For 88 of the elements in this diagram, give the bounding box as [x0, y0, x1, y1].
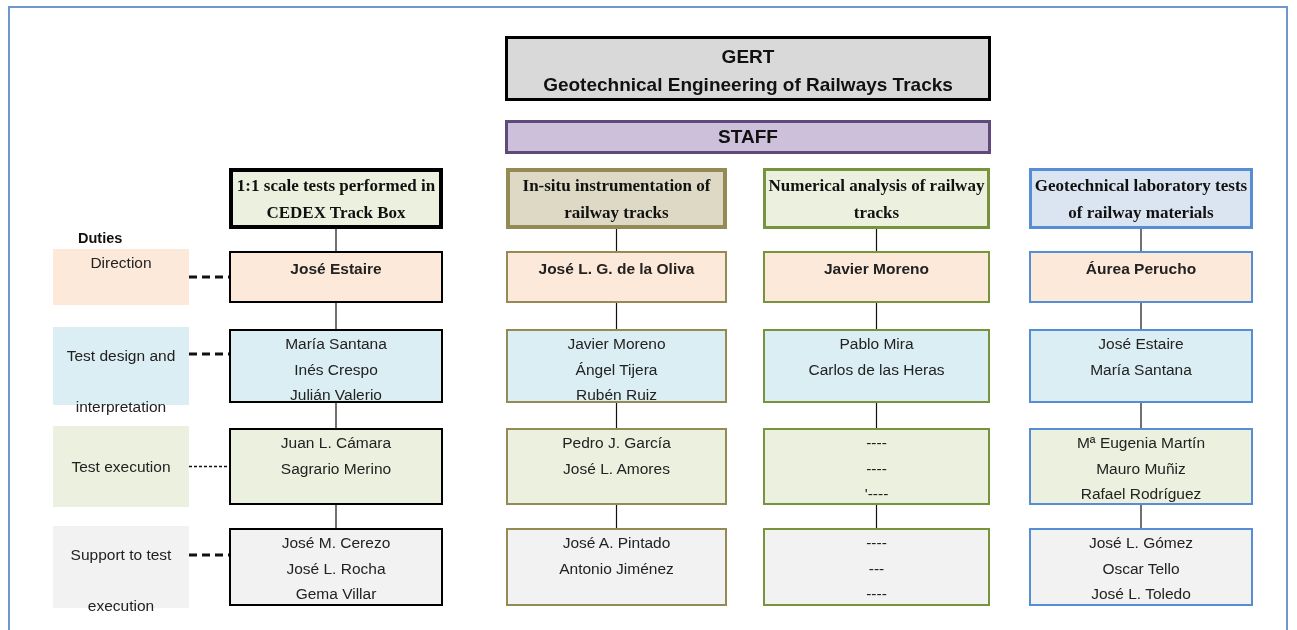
staff-cell: [229, 251, 443, 303]
staff-name: José M. Cerezo: [281, 533, 391, 553]
connector-line: [335, 228, 337, 252]
duty-label: Support to test execution: [69, 545, 173, 616]
staff-name: Julián Valerio: [290, 385, 382, 405]
staff-cell: [1029, 251, 1253, 303]
staff-name: José L. G. de la Oliva: [538, 259, 695, 279]
staff-name: ----: [866, 458, 887, 479]
connector-line: [335, 302, 337, 330]
column-header-box: [506, 168, 727, 229]
staff-name: ----: [866, 533, 887, 553]
column-title: Geotechnical laboratory tests of railway materials: [1033, 174, 1249, 224]
connector-line: [615, 402, 618, 429]
title-text: STAFF: [718, 125, 778, 149]
staff-cell: [763, 329, 990, 403]
staff-name: Antonio Jiménez: [559, 558, 674, 579]
connector-line: [1140, 302, 1142, 330]
staff-cell: [763, 251, 990, 303]
staff-name: José L. Amores: [563, 458, 670, 479]
staff-name: Pedro J. García: [562, 433, 671, 453]
staff-name: Gema Villar: [295, 584, 377, 604]
staff-box: [505, 120, 991, 154]
staff-name: Mauro Muñiz: [1096, 458, 1186, 479]
title-text: GERT: [721, 45, 775, 69]
title-text: Geotechnical Engineering of Railways Tracks: [543, 73, 953, 97]
staff-name: José L. Gómez: [1088, 533, 1194, 553]
staff-name: Inés Crespo: [294, 359, 378, 380]
connector-line: [875, 302, 878, 330]
staff-cell: [229, 428, 443, 505]
connector-line: [875, 402, 878, 429]
staff-cell: [506, 251, 727, 303]
staff-name: María Santana: [285, 334, 387, 354]
column-header-box: [763, 168, 990, 229]
column-header-box: [229, 168, 443, 229]
staff-name: Carlos de las Heras: [808, 359, 945, 380]
staff-cell: [763, 428, 990, 505]
staff-name: ----: [866, 433, 887, 453]
connector-line: [875, 504, 878, 529]
staff-name: Oscar Tello: [1102, 558, 1180, 579]
column-title: 1:1 scale tests performed in CEDEX Track Box: [235, 174, 437, 224]
connector-line: [335, 402, 337, 429]
connector-line: [875, 228, 878, 252]
staff-name: Mª Eugenia Martín: [1076, 433, 1206, 453]
connector-line: [335, 504, 337, 529]
staff-name: Áurea Perucho: [1085, 259, 1197, 279]
dashed-connector: [188, 465, 230, 468]
staff-name: Juan L. Cámara: [280, 433, 392, 453]
staff-name: Javier Moreno: [567, 334, 666, 354]
staff-name: Sagrario Merino: [280, 458, 392, 479]
duty-box: [53, 249, 189, 305]
staff-cell: [506, 428, 727, 505]
staff-name: José Estaire: [1098, 334, 1184, 354]
duty-label: Test execution: [71, 456, 171, 477]
column-title: Numerical analysis of railway tracks: [767, 174, 986, 224]
staff-name: '----: [864, 484, 889, 504]
connector-line: [1140, 402, 1142, 429]
staff-cell: [506, 528, 727, 606]
staff-name: José Estaire: [290, 259, 382, 279]
connector-line: [615, 302, 618, 330]
connector-line: [615, 504, 618, 529]
staff-name: Pablo Mira: [839, 334, 914, 354]
column-heading: Duties: [78, 230, 123, 246]
staff-cell: [229, 528, 443, 606]
duty-box: [53, 426, 189, 507]
staff-name: Ángel Tijera: [575, 359, 658, 380]
staff-name: ---: [868, 558, 885, 579]
duty-label: Test design and interpretation: [65, 346, 177, 417]
staff-name: María Santana: [1090, 359, 1192, 380]
staff-name: Rafael Rodríguez: [1080, 484, 1202, 504]
staff-cell: [506, 329, 727, 403]
staff-name: ----: [866, 584, 887, 604]
column-header-box: [1029, 168, 1253, 229]
staff-cell: [763, 528, 990, 606]
connector-line: [1140, 228, 1142, 252]
staff-cell: [1029, 528, 1253, 606]
staff-cell: [1029, 428, 1253, 505]
staff-name: José A. Pintado: [562, 533, 671, 553]
staff-name: Javier Moreno: [823, 259, 930, 279]
connector-line: [615, 228, 618, 252]
staff-cell: [1029, 329, 1253, 403]
connector-line: [1140, 504, 1142, 529]
staff-name: Rubén Ruiz: [576, 385, 657, 405]
column-title: In-situ instrumentation of railway tracks: [521, 174, 712, 224]
duty-label: Direction: [90, 253, 152, 273]
title-box: [505, 36, 991, 101]
staff-cell: [229, 329, 443, 403]
staff-name: José L. Toledo: [1091, 584, 1191, 604]
staff-name: José L. Rocha: [286, 558, 386, 579]
